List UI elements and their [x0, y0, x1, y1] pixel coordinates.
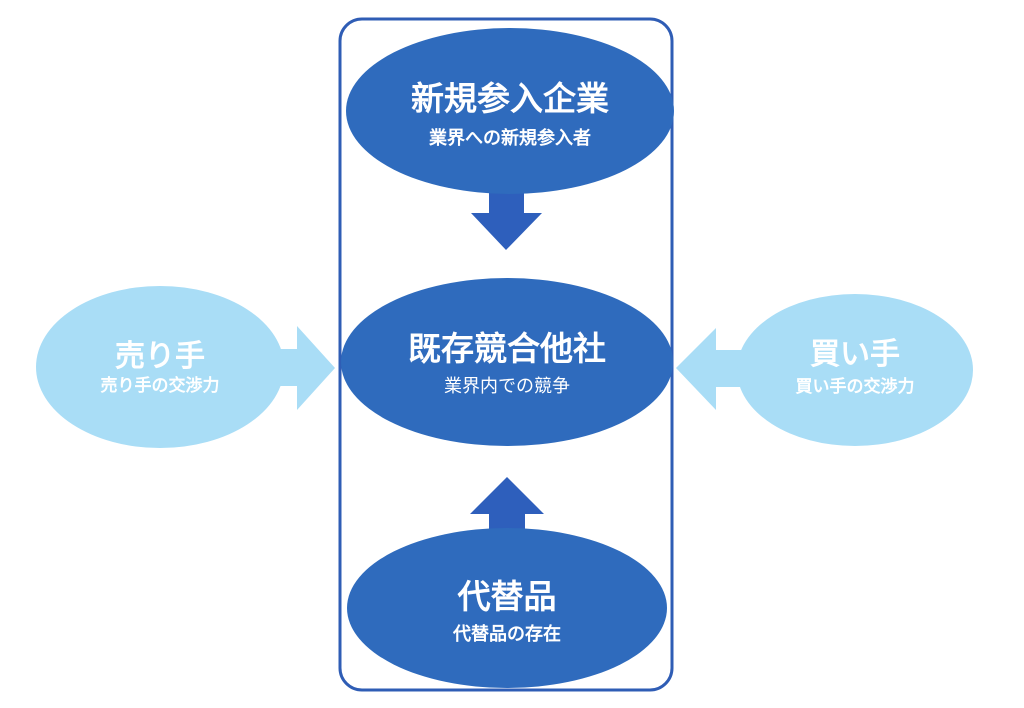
buyers-subtitle: 買い手の交渉力 [796, 376, 915, 397]
rivals-title: 既存競合他社 [408, 329, 606, 368]
down-arrow [471, 190, 542, 250]
new-entrants-subtitle: 業界への新規参入者 [428, 127, 591, 149]
substitutes-title: 代替品 [457, 577, 557, 616]
up-arrow [470, 477, 544, 548]
rivals-node: 既存競合他社 業界内での競争 [341, 278, 673, 446]
new-entrants-title: 新規参入企業 [411, 79, 609, 118]
buyers-title: 買い手 [810, 337, 900, 372]
left-arrow [676, 328, 745, 410]
substitutes-subtitle: 代替品の存在 [452, 623, 561, 645]
substitutes-node: 代替品 代替品の存在 [347, 528, 667, 688]
buyers-ellipse [737, 294, 973, 446]
new-entrants-node: 新規参入企業 業界への新規参入者 [346, 28, 674, 194]
suppliers-title: 売り手 [115, 339, 205, 374]
suppliers-subtitle: 売り手の交渉力 [101, 375, 220, 396]
substitutes-ellipse [347, 528, 667, 688]
rivals-subtitle: 業界内での競争 [444, 376, 570, 397]
suppliers-ellipse [36, 286, 284, 448]
rivals-ellipse [341, 278, 673, 446]
suppliers-node: 売り手 売り手の交渉力 [36, 286, 284, 448]
buyers-node: 買い手 買い手の交渉力 [737, 294, 973, 446]
new-entrants-ellipse [346, 28, 674, 194]
right-arrow [272, 326, 335, 410]
